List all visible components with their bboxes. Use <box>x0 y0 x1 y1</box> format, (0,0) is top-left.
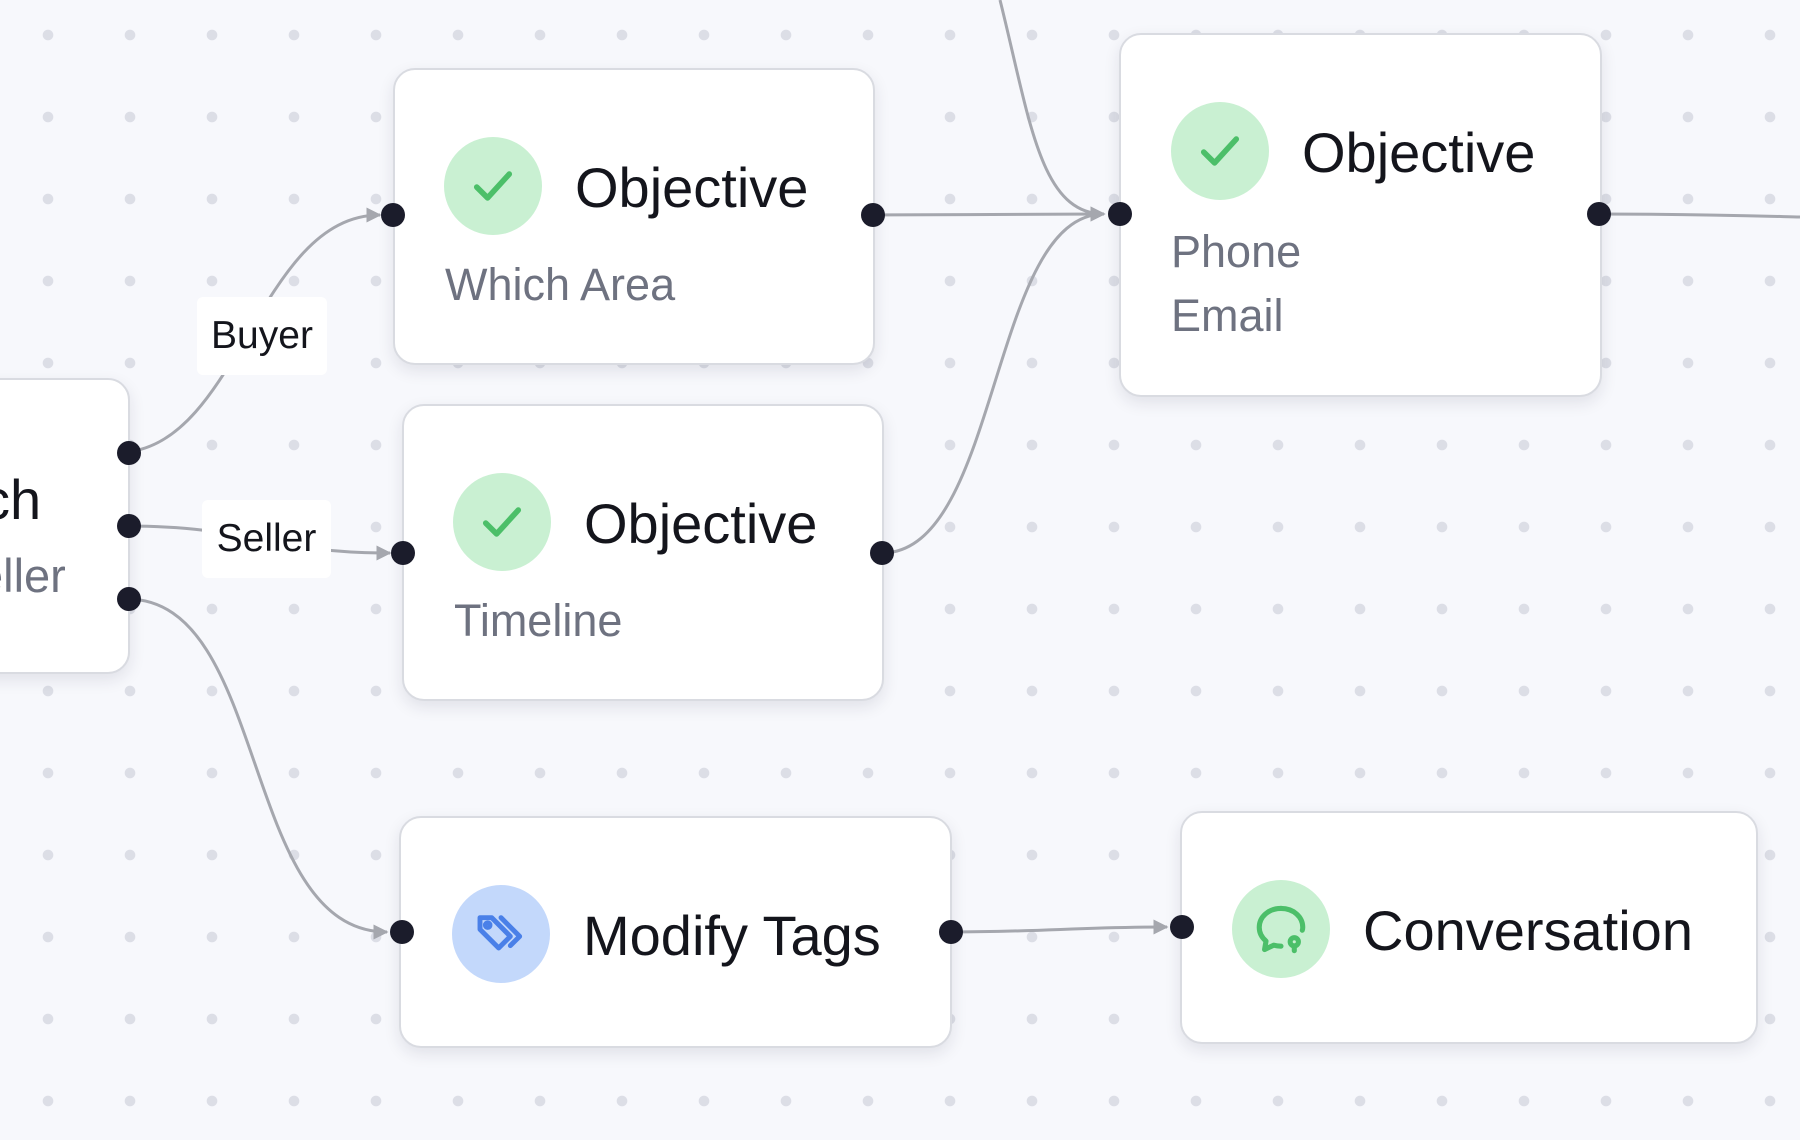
edge-modify-tags-to-conversation <box>948 919 1169 935</box>
node-branch-partial[interactable]: ch eller <box>0 378 130 674</box>
handle-branch-seller-out[interactable] <box>117 514 141 538</box>
edge-objective-contact-outgoing <box>1596 212 1800 219</box>
node-subtitle: Which Area <box>445 259 676 310</box>
edge-incoming-to-objective-contact <box>998 0 1106 222</box>
node-subtitle: Timeline <box>454 595 623 646</box>
handle-objective-area-out[interactable] <box>861 203 885 227</box>
edge-label-buyer[interactable]: Buyer <box>197 297 327 375</box>
node-title: Objective <box>584 492 818 555</box>
node-objective-which-area[interactable]: Objective Which Area <box>393 68 875 365</box>
handle-objective-timeline-in[interactable] <box>391 541 415 565</box>
edge-objective-area-to-objective-contact <box>872 206 1106 222</box>
node-branch-subtitle: eller <box>0 549 66 602</box>
node-conversation[interactable]: Conversation <box>1180 811 1758 1044</box>
check-icon <box>453 473 551 571</box>
node-line-email: Email <box>1171 290 1284 341</box>
node-objective-timeline[interactable]: Objective Timeline <box>402 404 884 701</box>
handle-objective-contact-in[interactable] <box>1108 202 1132 226</box>
edge-objective-timeline-to-objective-contact <box>881 206 1106 555</box>
node-branch-title: ch <box>0 468 42 531</box>
edge-label-seller[interactable]: Seller <box>202 500 331 578</box>
node-title: Modify Tags <box>583 904 881 967</box>
node-modify-tags[interactable]: Modify Tags <box>399 816 952 1048</box>
node-title: Conversation <box>1363 899 1693 962</box>
handle-branch-buyer-out[interactable] <box>117 441 141 465</box>
check-icon <box>1171 102 1269 200</box>
handle-modify-tags-out[interactable] <box>939 920 963 944</box>
node-title: Objective <box>575 156 809 219</box>
node-objective-contact[interactable]: Objective Phone Email <box>1119 33 1602 397</box>
handle-branch-default-out[interactable] <box>117 587 141 611</box>
edge-branch-to-modify-tags <box>126 597 389 940</box>
handle-objective-timeline-out[interactable] <box>870 541 894 565</box>
node-line-phone: Phone <box>1171 226 1302 277</box>
handle-objective-contact-out[interactable] <box>1587 202 1611 226</box>
handle-modify-tags-in[interactable] <box>390 920 414 944</box>
handle-conversation-in[interactable] <box>1170 915 1194 939</box>
chat-bubble-icon <box>1232 880 1330 978</box>
node-title: Objective <box>1302 121 1536 184</box>
check-icon <box>444 137 542 235</box>
tags-icon <box>452 885 550 983</box>
handle-objective-area-in[interactable] <box>381 203 405 227</box>
